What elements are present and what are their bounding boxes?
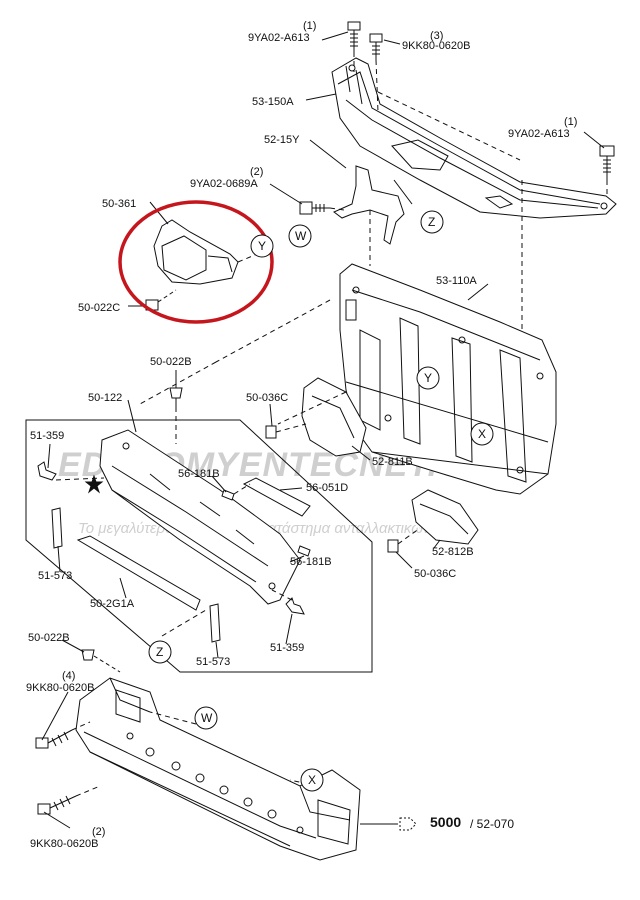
upper-tie-bar [331,57,617,219]
leader-lines [41,31,605,829]
clip-56-181b-b [297,545,311,557]
label-ref-5000: 5000 [430,814,462,830]
star-marker [84,474,104,494]
bumper-reinforcement [75,677,361,861]
strip-50-2g1a [76,535,201,611]
clip-50-036c-a [265,425,277,439]
retainer-51-359-b [285,597,305,615]
label-bolt-9kk80-0620b-left: 9KK80-0620B [26,682,95,694]
callout-w-lower [194,706,218,730]
callout-x-lower-text: X [308,773,317,787]
callout-x-frame-text: X [478,427,487,441]
callout-w-lower-text: W [201,711,213,725]
absorber-50-122 [99,429,301,605]
label-56-181b-b: 56-181B [290,556,332,568]
label-50-022b-lower: 50-022B [28,632,70,644]
label-50-122: 50-122 [88,392,123,404]
label-bolt-9kk80-0620b-top: 9KK80-0620B [402,40,471,52]
clip-56-181b-a [221,489,235,501]
highlight-circle [118,200,274,324]
label-bolt-9kk80-top-qty: (3) [430,30,444,42]
label-52-15y: 52-15Y [264,134,300,146]
label-51-359-b: 51-359 [270,642,305,654]
retainer-51-359-a [37,461,57,481]
label-50-2g1a: 50-2G1A [90,598,135,610]
callout-z-box-text: Z [156,645,164,659]
label-52-811b: 52-811B [372,456,413,468]
label-53-110a: 53-110A [436,275,477,287]
callout-w-top-text: W [295,229,307,243]
label-bolt-bottom-qty: (2) [92,826,106,838]
label-50-022c: 50-022C [78,302,121,314]
label-53-150a: 53-150A [252,96,294,108]
label-50-036c-b: 50-036C [414,568,457,580]
callout-circles [148,210,494,792]
label-bolt-top-qty: (1) [303,20,317,32]
bolt-9kk80-0620b-left [35,729,73,749]
label-50-361: 50-361 [102,198,137,210]
pad-56-051d [242,477,311,517]
label-51-573-a: 51-573 [38,570,73,582]
label-50-036c-a: 50-036C [246,392,289,404]
bolt-9ya02-a613-right [599,145,615,180]
callout-z-top [420,210,444,234]
callout-z-top-text: Z [428,215,436,229]
bolt-9ya02-a613-top [347,21,361,52]
bolt-9ya02-0689a [299,201,330,215]
bolt-9kk80-0620b-top [369,33,383,60]
label-56-181b-a: 56-181B [178,468,220,480]
callout-x-lower [300,768,324,792]
guide-lines-box [55,477,293,637]
clip-50-036c-b [387,539,399,553]
bumper-assembly-box [25,419,373,673]
label-bolt-left-qty: (4) [62,670,76,682]
guide-lines-upper [139,52,608,405]
label-ref-52-070: / 52-070 [470,817,515,831]
label-bolt-9ya02-a613-right: 9YA02-A613 [508,128,570,140]
label-bolt-9ya02-a613-top: 9YA02-A613 [248,32,310,44]
callout-w-top [288,224,312,248]
label-56-051d: 56-051D [306,482,349,494]
callout-y-frame-text: Y [424,371,433,385]
label-bolt-9kk80-0620b-bottom: 9KK80-0620B [30,838,99,850]
bracket-52-812b [411,489,479,545]
label-bolt-0689a-qty: (2) [250,166,264,178]
label-52-812b: 52-812B [432,546,474,558]
label-51-573-b: 51-573 [196,656,231,668]
bolt-9kk80-0620b-bottom [37,795,77,815]
bracket-52-15y [333,165,413,245]
callout-y-left-text: Y [258,239,267,253]
label-51-359-a: 51-359 [30,430,65,442]
reference-arrow [360,817,417,831]
spacer-51-573-b [209,603,221,643]
label-bolt-right-qty: (1) [564,116,578,128]
label-bolt-9ya02-0689a: 9YA02-0689A [190,178,258,190]
callout-x-frame [470,422,494,446]
clip-50-022b-top [169,387,183,408]
label-50-022b-top: 50-022B [150,356,192,368]
spacer-51-573-a [51,507,63,549]
callout-z-box [148,640,172,664]
clip-50-022b-lower [81,649,121,673]
callout-y-left [250,234,274,258]
bracket-50-361 [145,219,263,311]
callout-y-frame [416,366,440,390]
